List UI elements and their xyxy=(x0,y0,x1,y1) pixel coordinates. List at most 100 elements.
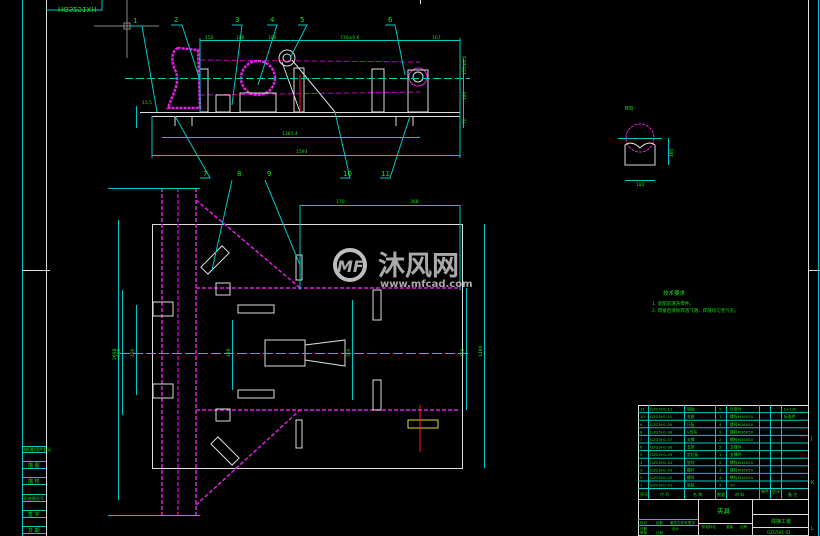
stamp-label: 描 校 xyxy=(28,478,40,485)
dim-text: 70 xyxy=(462,118,468,124)
cell-no: 3 xyxy=(640,467,643,472)
watermark-brand: 沐风网 xyxy=(378,251,459,282)
cell-code: GZG5H1-03 xyxy=(650,467,673,472)
cell-no: 11 xyxy=(640,407,645,412)
cell-qty: 2 xyxy=(719,483,722,488)
watermark-logo: MF xyxy=(337,257,364,276)
cell-qty: 2 xyxy=(719,445,722,450)
left-stamp xyxy=(22,446,46,534)
balloons: 1 2 3 4 5 6 7 8 9 10 11 xyxy=(133,16,393,178)
cell-no: 9 xyxy=(640,422,643,427)
drawing-number: GZG5H1-01 xyxy=(767,530,791,535)
cell-code: GZG5H1-05 xyxy=(650,452,673,457)
cell-no: 6 xyxy=(640,445,643,450)
balloon-8: 8 xyxy=(237,170,241,178)
cell-note: L=130 xyxy=(784,407,797,412)
sub-label: 审核 xyxy=(640,530,648,535)
tech-requirements: 技术要求 1. 装配前清洗零件。 2. 焊接后清除焊渣飞溅，焊缝均匀无气孔。 xyxy=(652,289,739,314)
balloon-11: 11 xyxy=(381,170,390,178)
dim-text: 180 xyxy=(669,148,675,157)
balloon-6: 6 xyxy=(388,16,393,24)
cell-mat: 螺栓M16X50 xyxy=(730,467,754,472)
cell-no: 8 xyxy=(640,429,643,434)
cell-no: 7 xyxy=(640,437,643,442)
balloon-4: 4 xyxy=(270,16,275,24)
side-mark: L xyxy=(811,526,814,532)
sub-label: 更改文件号 xyxy=(670,520,688,525)
cell-name: 支座 xyxy=(687,414,695,419)
front-view-dims: 150 186 188 730±0.6 167 1381.4 1593 155±… xyxy=(142,35,468,155)
cell-mat: 螺栓M16X50 xyxy=(730,414,754,419)
cell-mat: 螺栓M16X50 xyxy=(730,429,754,434)
drawing-name: 夹具 xyxy=(717,506,731,515)
cell-name: 定位板 xyxy=(687,452,699,457)
tech-req-line: 2. 焊接后清除焊渣飞溅，焊缝均匀无气孔。 xyxy=(652,307,739,314)
sub-label: 处数 xyxy=(656,520,664,525)
mirrored-label: HGS251XH xyxy=(58,5,97,13)
cell-name: 底板 xyxy=(687,483,695,488)
balloon-9: 9 xyxy=(267,170,271,178)
cell-qty: 1 xyxy=(719,414,722,419)
cell-mat: 标准件 xyxy=(730,407,742,412)
dim-text: 300 xyxy=(346,348,352,357)
dim-text: 2698 xyxy=(112,348,118,360)
cell-mat: 螺母M16X50 xyxy=(730,422,754,427)
dim-text: 368 xyxy=(410,199,419,205)
side-mark: J xyxy=(810,436,812,442)
cell-mat: 螺栓M16X50 xyxy=(730,460,754,465)
cell-mat: 螺栓M16X50 xyxy=(730,475,754,480)
cell-name: 垫块 xyxy=(687,460,695,465)
balloon-10: 10 xyxy=(343,170,352,178)
header-cell: 材 料 xyxy=(735,491,744,497)
sub-label: 重量 xyxy=(726,524,734,529)
cell-qty: 2 xyxy=(719,407,722,412)
dim-text: 1180 xyxy=(478,345,484,357)
dim-text: 180 xyxy=(462,91,468,100)
title-block: 夹具 焊接工装 GZG5H1-01 标记 处数 更改文件号 签字 日期 设计 阶… xyxy=(640,436,815,535)
cell-code: GZG5H1-09 xyxy=(650,422,673,427)
tech-req-title: 技术要求 xyxy=(663,289,686,297)
cell-no: 10 xyxy=(640,414,645,419)
cell-code: GZG5H1-04 xyxy=(650,460,673,465)
crosshair-cursor-icon xyxy=(94,0,159,58)
balloon-2: 2 xyxy=(174,16,178,24)
cell-code: GZG5H1-02 xyxy=(650,475,673,480)
header-cell: 总计 xyxy=(772,488,780,494)
cell-mat: 45 xyxy=(730,483,735,488)
cell-code: GZG5H1-07 xyxy=(650,437,673,442)
stamp-label: 签 字 xyxy=(28,511,40,518)
dim-text: 430 xyxy=(130,348,136,357)
cell-qty: 2 xyxy=(719,467,722,472)
dim-text: 167 xyxy=(432,35,441,41)
cell-mat: 螺栓M16X50 xyxy=(730,437,754,442)
dim-text: 438 xyxy=(226,348,232,357)
balloon-5: 5 xyxy=(300,16,304,24)
dim-text: 182 xyxy=(636,182,645,188)
header-cell: 数量 xyxy=(717,491,725,497)
side-mark: K xyxy=(811,480,815,486)
header-cell: 名 称 xyxy=(693,491,702,497)
cell-name: 支架 xyxy=(687,445,695,450)
sub-label: 阶段标记 xyxy=(702,524,716,529)
stamp-label: 日 期 xyxy=(28,528,40,534)
balloon-7: 7 xyxy=(203,170,207,178)
cell-qty: 4 xyxy=(719,475,722,480)
cell-code: GZG5H1-11 xyxy=(650,407,673,412)
sub-label: 比例 xyxy=(656,530,664,535)
sub-label: 比例 xyxy=(740,524,748,529)
cell-qty: 4 xyxy=(719,422,722,427)
cell-name: 压板 xyxy=(687,422,695,427)
watermark-url: www.mfcad.com xyxy=(380,279,473,290)
cell-no: 2 xyxy=(640,475,643,480)
cell-name: V形块 xyxy=(687,429,697,434)
